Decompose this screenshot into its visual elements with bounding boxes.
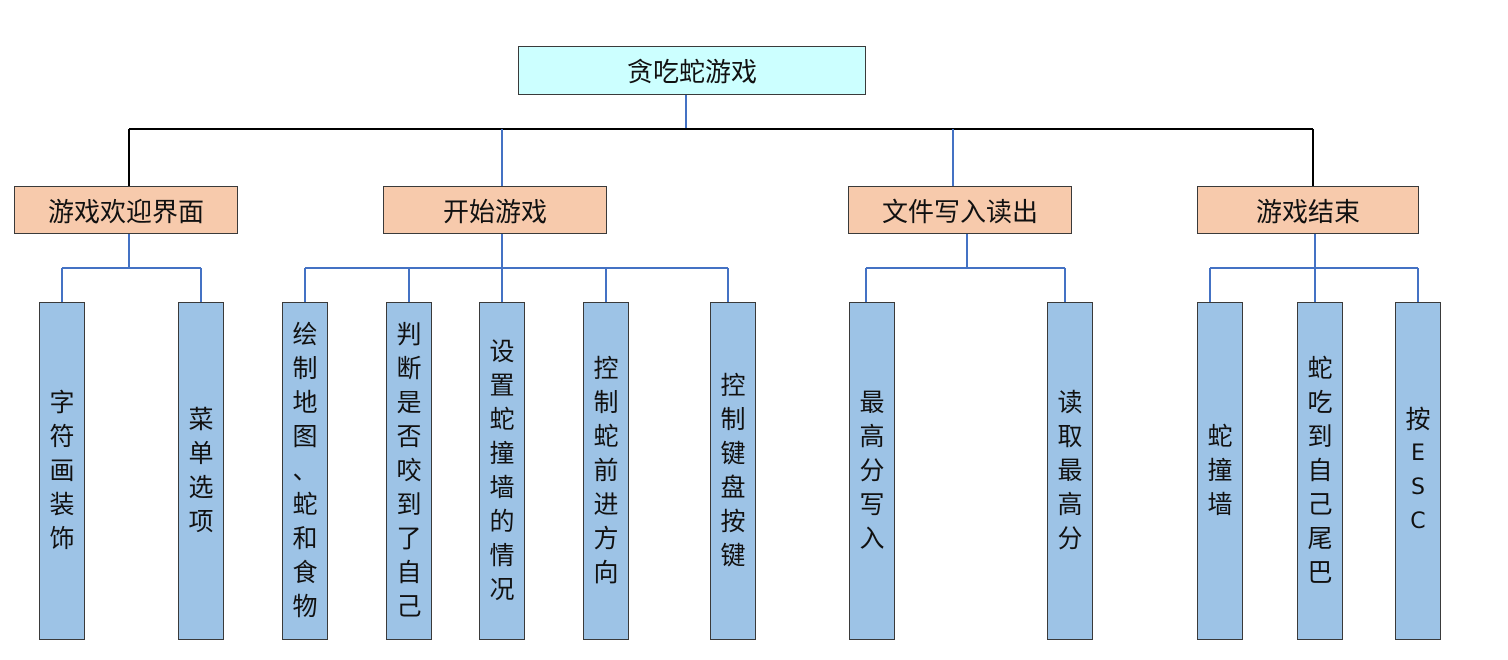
- category-game-over: 游戏结束: [1197, 186, 1419, 234]
- leaf-snake-eats-tail: 蛇吃到自己尾巴: [1297, 302, 1343, 640]
- leaf-label: 判断是否咬到了自己: [396, 320, 422, 621]
- category-label: 开始游戏: [442, 197, 547, 228]
- leaf-label: 蛇撞墙: [1207, 422, 1233, 519]
- leaf-check-self-bite: 判断是否咬到了自己: [386, 302, 432, 640]
- leaf-ascii-art-decoration: 字符画装饰: [39, 302, 85, 640]
- leaf-label: 控制蛇前进方向: [593, 354, 619, 587]
- leaf-read-high-score: 读取最高分: [1047, 302, 1093, 640]
- leaf-label: 控制键盘按键: [720, 371, 746, 570]
- leaf-label: 读取最高分: [1057, 388, 1083, 553]
- leaf-label: 字符画装饰: [49, 388, 75, 553]
- leaf-snake-hits-wall: 蛇撞墙: [1197, 302, 1243, 640]
- category-welcome-screen: 游戏欢迎界面: [14, 186, 238, 234]
- root-label: 贪吃蛇游戏: [626, 58, 757, 88]
- leaf-label: 设置蛇撞墙的情况: [489, 337, 515, 604]
- category-label: 游戏欢迎界面: [47, 197, 204, 228]
- leaf-wall-collision: 设置蛇撞墙的情况: [479, 302, 525, 640]
- leaf-label: 蛇吃到自己尾巴: [1307, 354, 1333, 587]
- leaf-label: 最高分写入: [859, 388, 885, 553]
- category-start-game: 开始游戏: [383, 186, 607, 234]
- leaf-keyboard-control: 控制键盘按键: [710, 302, 756, 640]
- root-node: 贪吃蛇游戏: [518, 46, 866, 95]
- leaf-label: 绘制地图、蛇和食物: [292, 320, 318, 621]
- leaf-menu-options: 菜单选项: [178, 302, 224, 640]
- leaf-write-high-score: 最高分写入: [849, 302, 895, 640]
- leaf-control-direction: 控制蛇前进方向: [583, 302, 629, 640]
- category-label: 游戏结束: [1255, 197, 1360, 228]
- category-label: 文件写入读出: [881, 197, 1038, 228]
- leaf-label: 菜单选项: [188, 405, 214, 536]
- leaf-draw-map-snake-food: 绘制地图、蛇和食物: [282, 302, 328, 640]
- category-file-io: 文件写入读出: [848, 186, 1072, 234]
